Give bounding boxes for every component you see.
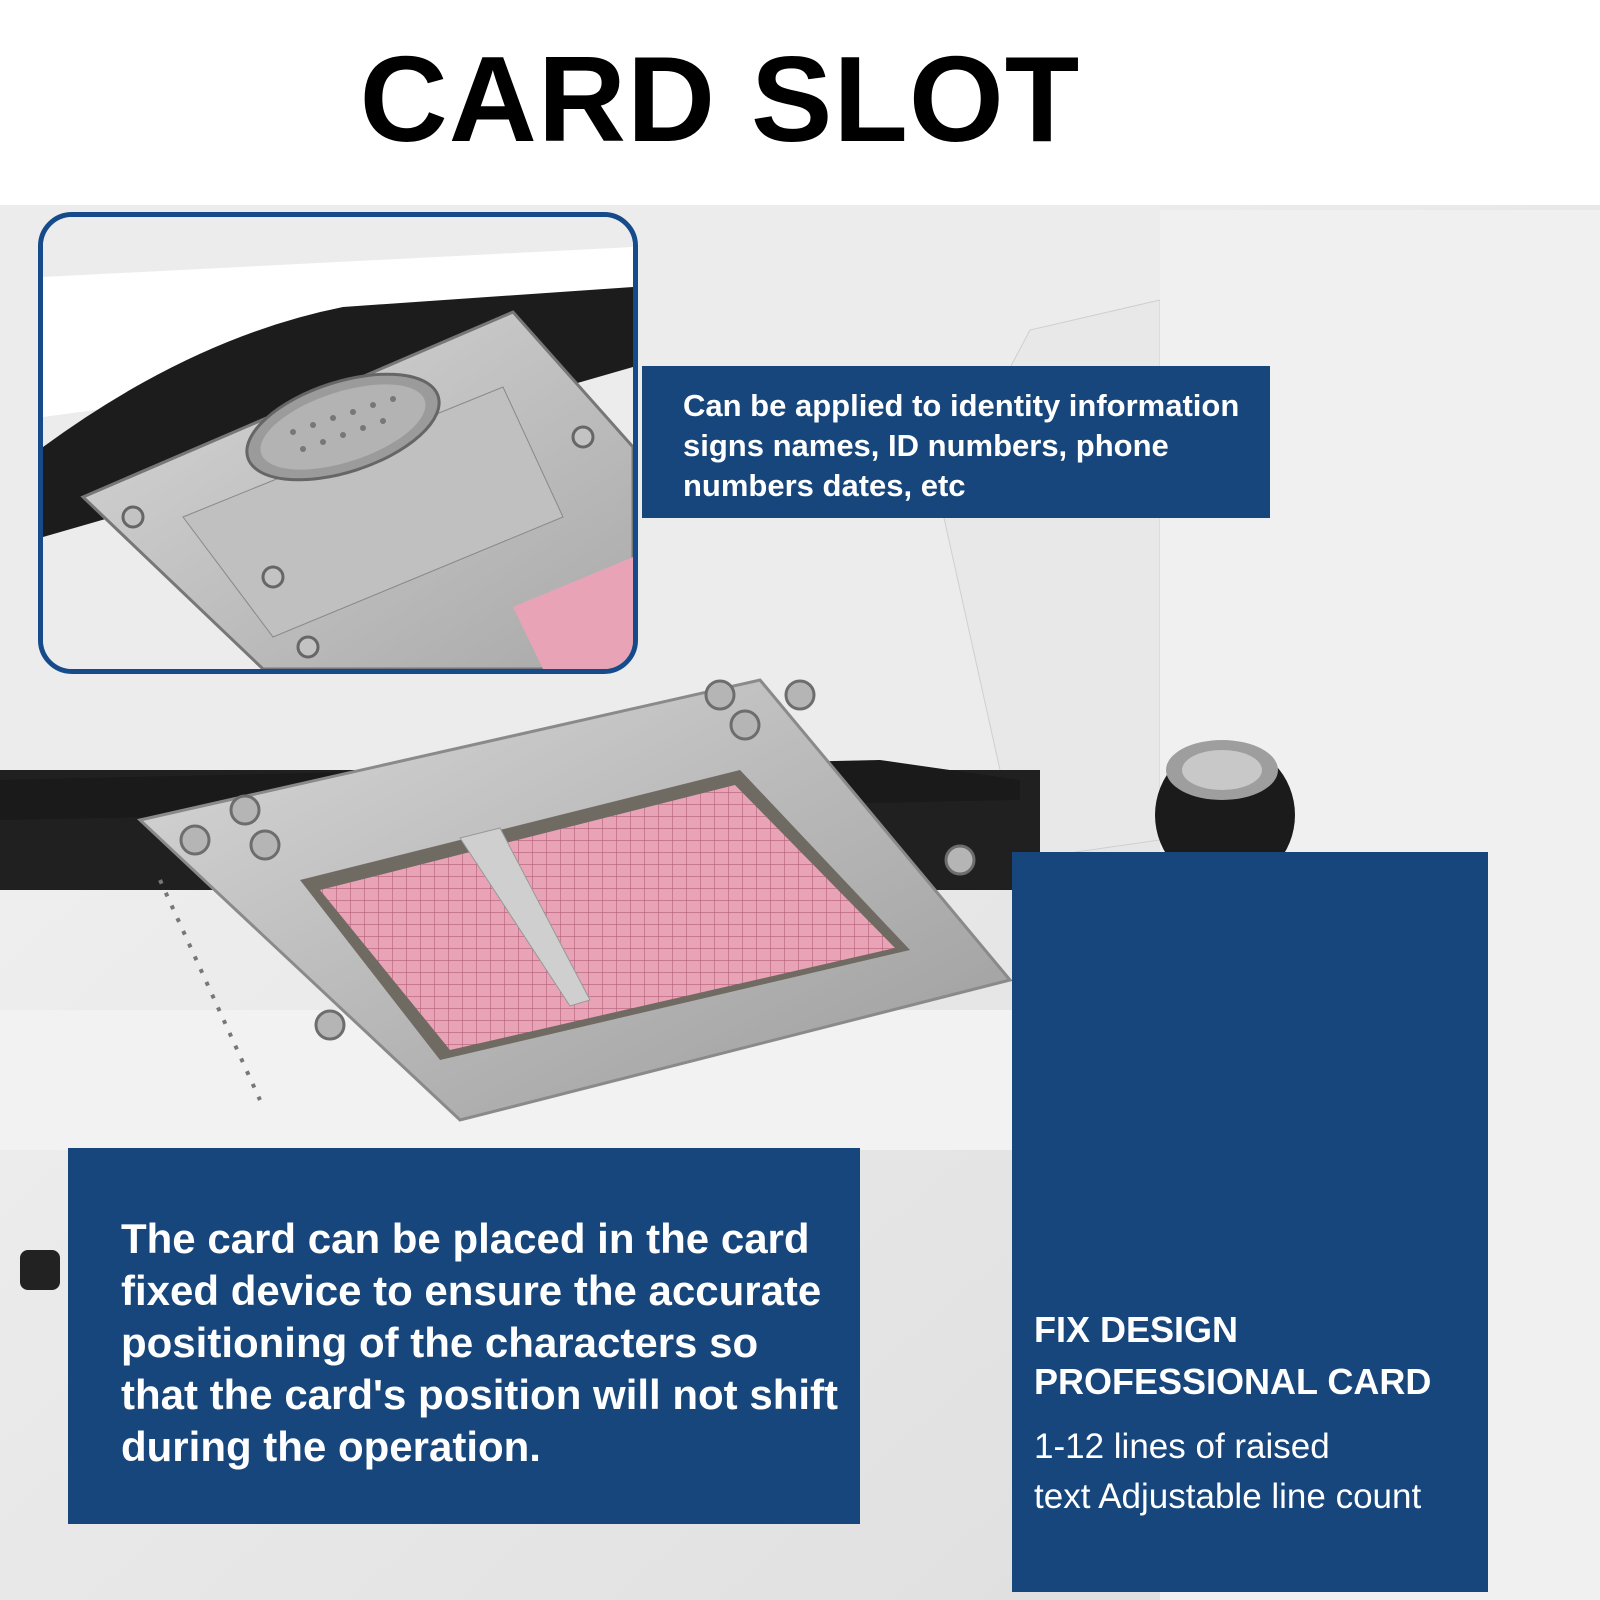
- callout-line: during the operation.: [121, 1423, 541, 1470]
- page-title: CARD SLOT: [359, 31, 1081, 167]
- callout-line: fixed device to ensure the accurate: [121, 1267, 822, 1314]
- identity-info-callout: Can be applied to identity information s…: [642, 366, 1270, 518]
- callout-line: positioning of the characters so: [121, 1319, 759, 1366]
- text-line: text Adjustable line count: [1034, 1477, 1422, 1516]
- heading-line: FIX DESIGN: [1034, 1309, 1239, 1350]
- slot-closeup-inset: [38, 212, 638, 674]
- card-positioning-callout: The card can be placed in the card fixed…: [68, 1148, 860, 1524]
- heading-line: PROFESSIONAL CARD: [1034, 1361, 1432, 1402]
- callout-line: signs names, ID numbers, phone: [683, 428, 1169, 463]
- callout-line: numbers dates, etc: [683, 468, 966, 503]
- fix-design-callout: FIX DESIGN PROFESSIONAL CARD 1-12 lines …: [1012, 852, 1488, 1592]
- callout-line: that the card's position will not shift: [121, 1371, 838, 1418]
- callout-heading: FIX DESIGN PROFESSIONAL CARD: [1034, 1304, 1478, 1408]
- callout-line: The card can be placed in the card: [121, 1215, 810, 1262]
- callout-text: 1-12 lines of raised text Adjustable lin…: [1034, 1422, 1478, 1522]
- embossing-head-closeup-photo: [43, 217, 633, 669]
- text-line: 1-12 lines of raised: [1034, 1427, 1330, 1466]
- callout-line: Can be applied to identity information: [683, 388, 1240, 423]
